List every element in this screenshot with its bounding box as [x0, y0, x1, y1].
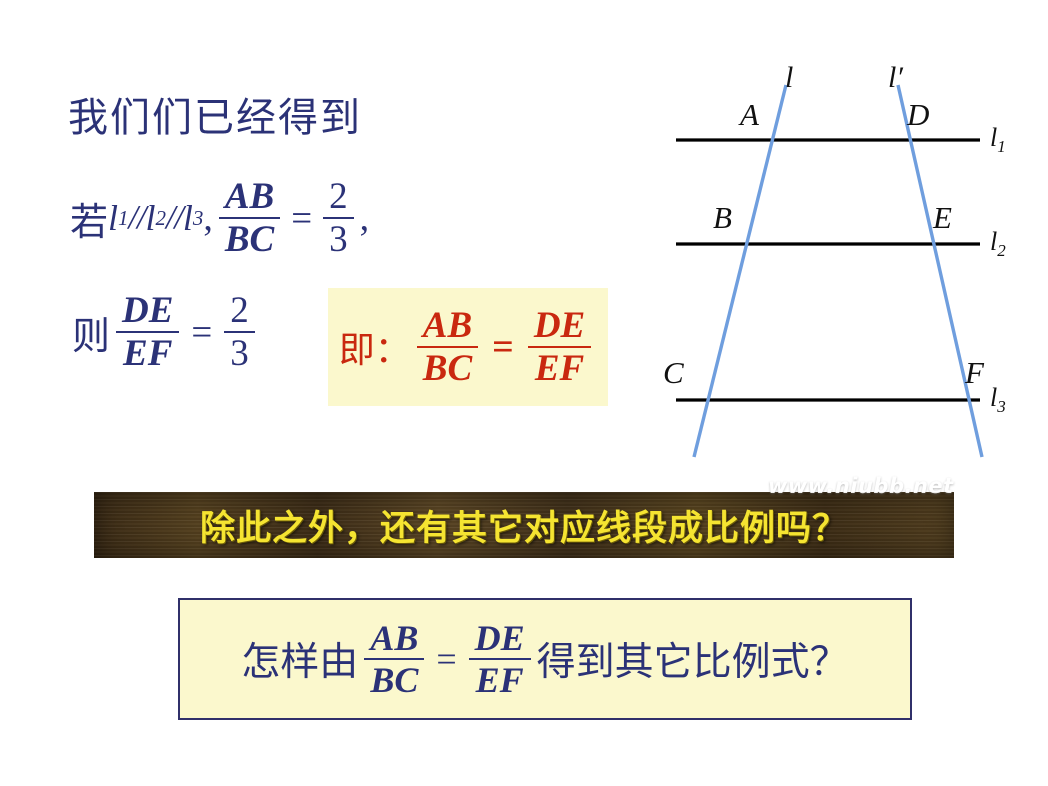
fraction-denominator: EF: [116, 330, 180, 373]
proportion-fraction-de-ef: DE EF: [527, 304, 592, 388]
parallel-line-3-subscript: 3: [192, 205, 204, 230]
given-equals-sign: =: [291, 197, 313, 239]
transversal-label-l: l: [785, 61, 794, 94]
proportion-prefix: 即：: [338, 330, 411, 371]
parallel-line-3-symbol: l: [182, 198, 193, 239]
ratio-denominator: 3: [224, 330, 255, 373]
derivation-question-box: 怎样由 AB BC = DE EF 得到其它比例式？: [178, 598, 912, 720]
conclusion-line: 则 DE EF = 2 3: [72, 292, 261, 372]
ratio-numerator: 2: [230, 290, 249, 331]
parallel-line-1-subscript: 1: [118, 205, 129, 230]
parallel-line-1-symbol: l: [108, 198, 119, 239]
fraction-numerator: DE: [122, 290, 174, 331]
question-banner-text: 除此之外，还有其它对应线段成比例吗？: [199, 508, 848, 549]
fraction-numerator: DE: [474, 617, 525, 658]
proportion-equation: 即： AB BC = DE EF: [339, 307, 597, 387]
derivation-fraction-ab-bc: AB BC: [364, 617, 425, 699]
conclusion-prefix: 则: [72, 313, 111, 358]
derivation-suffix: 得到其它比例式？: [536, 640, 849, 685]
given-fraction-ab-bc: AB BC: [218, 176, 281, 259]
transversal-label-l-prime: l′: [888, 61, 903, 94]
point-label-e: E: [933, 200, 952, 235]
derivation-fraction-de-ef: DE EF: [468, 617, 531, 699]
diagram-svg: [676, 84, 984, 458]
given-trailing-comma: ,: [359, 197, 370, 240]
conclusion-ratio-two-thirds: 2 3: [224, 292, 255, 372]
intro-text: 我们们已经得到: [68, 95, 362, 141]
point-label-a: A: [740, 97, 759, 132]
ratio-denominator: 3: [323, 216, 354, 259]
question-banner: 除此之外，还有其它对应线段成比例吗？: [94, 492, 954, 558]
parallel-symbol-2: //: [165, 199, 184, 237]
derivation-equals-sign: =: [436, 639, 457, 679]
given-prefix: 若: [70, 199, 109, 244]
fraction-denominator: BC: [364, 657, 425, 699]
watermark-text: www.niubb.net: [768, 474, 954, 498]
proportion-fraction-ab-bc: AB BC: [416, 304, 479, 388]
proportion-highlight-box: 即： AB BC = DE EF: [328, 288, 608, 406]
parallel-line-label-l1: l1: [990, 123, 1006, 157]
fraction-denominator: BC: [218, 216, 281, 259]
given-comma: ,: [203, 197, 213, 240]
transversal-line-l-prime: [896, 84, 984, 458]
proportion-equals-sign: =: [492, 326, 514, 368]
derivation-question-content: 怎样由 AB BC = DE EF 得到其它比例式？: [241, 620, 848, 698]
given-ratio-two-thirds: 2 3: [323, 178, 354, 258]
geometry-diagram: l l′ l1 l2 l3 A D B E C F: [645, 55, 1048, 470]
parallel-line-label-l3: l3: [990, 383, 1006, 417]
point-label-f: F: [965, 355, 984, 390]
point-label-b: B: [713, 200, 732, 235]
fraction-denominator: EF: [527, 345, 592, 388]
ratio-numerator: 2: [329, 176, 348, 217]
parallel-line-label-l2: l2: [990, 227, 1006, 261]
conclusion-fraction-de-ef: DE EF: [116, 290, 180, 373]
transversal-line-l: [692, 84, 788, 458]
fraction-denominator: BC: [416, 345, 479, 388]
conclusion-equals-sign: =: [191, 311, 213, 353]
fraction-denominator: EF: [468, 657, 531, 699]
fraction-numerator: AB: [224, 176, 275, 217]
point-label-c: C: [663, 355, 684, 390]
parallel-symbol-1: //: [128, 199, 147, 237]
parallel-line-2-subscript: 2: [155, 205, 166, 230]
point-label-d: D: [907, 97, 930, 132]
derivation-prefix: 怎样由: [241, 640, 359, 685]
fraction-numerator: DE: [533, 304, 586, 346]
fraction-numerator: AB: [422, 304, 473, 346]
fraction-numerator: AB: [370, 617, 419, 658]
parallel-line-2-symbol: l: [145, 198, 156, 239]
